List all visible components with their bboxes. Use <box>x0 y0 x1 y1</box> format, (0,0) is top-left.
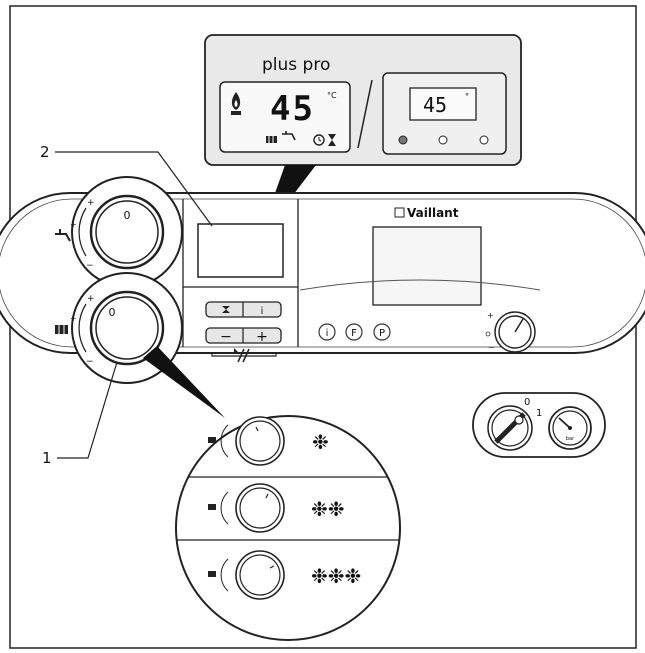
svg-text:+: + <box>70 314 77 323</box>
svg-text:P: P <box>379 328 385 339</box>
callout-2-leader <box>55 151 213 227</box>
callout-1-leader <box>57 361 118 459</box>
svg-text:−: − <box>488 343 495 352</box>
callout-2: 2 <box>40 143 50 161</box>
radiator-small-icon <box>208 437 216 443</box>
valve-pos-one: 1 <box>536 408 542 419</box>
alt-temperature-unit: ° <box>465 92 469 101</box>
tap-symbol-icon <box>55 229 71 242</box>
hot-water-zero-mark: 0 <box>124 209 131 222</box>
display-window <box>197 223 284 278</box>
setting-row-2: ❉❉ <box>208 483 345 533</box>
plus-button[interactable]: + <box>256 329 268 345</box>
service-button-f[interactable]: F <box>345 323 363 341</box>
divider-slash <box>357 79 373 149</box>
indicator-led-2 <box>438 135 448 145</box>
combo-press-icon <box>237 348 250 363</box>
setting-row-3: ❉❉❉ <box>208 550 361 600</box>
temperature-readout: 45 <box>270 89 315 129</box>
display-zoom-panel: plus pro 45 °C 45 ° <box>204 34 522 166</box>
hourglass-icon <box>328 134 336 146</box>
brand-logo: Vaillant <box>407 206 459 220</box>
alt-temperature-readout: 45 <box>423 93 447 117</box>
knob-setting-zoom: ❉ ❉❉ ❉❉❉ <box>175 415 401 641</box>
knob-marker <box>255 426 259 432</box>
service-button-p[interactable]: P <box>373 323 391 341</box>
snowflake-icon: ❉ <box>312 430 329 454</box>
pressure-gauge-icon: bar <box>548 406 592 450</box>
knob-marker <box>265 493 269 499</box>
hot-water-knob[interactable]: 0 + − <box>71 176 183 288</box>
panel-contour-line <box>299 279 541 291</box>
valve-pos-zero: 0 <box>524 397 530 408</box>
right-control-knob[interactable]: + − <box>485 311 536 353</box>
flame-icon <box>231 92 241 115</box>
radiator-small-icon <box>208 504 216 510</box>
lcd-screen <box>219 81 351 153</box>
indicator-led-3 <box>479 135 489 145</box>
shutoff-valve[interactable] <box>487 405 533 451</box>
radiator-icon <box>266 136 277 143</box>
clock-icon <box>313 134 325 146</box>
alt-lcd-screen <box>409 87 477 121</box>
panel-window <box>372 226 482 306</box>
svg-text:+: + <box>70 220 77 229</box>
valve-gauge-panel: 0 1 bar <box>472 392 606 458</box>
knob-marker <box>269 565 275 569</box>
knob-pointer <box>143 346 225 418</box>
indicator-led-1 <box>398 135 408 145</box>
gauge-unit: bar <box>566 436 575 442</box>
svg-text:+: + <box>87 198 95 208</box>
hourglass-button-icon[interactable] <box>222 306 230 313</box>
svg-text:+: + <box>87 294 95 304</box>
svg-text:F: F <box>351 328 357 339</box>
snowflake-icon: ❉❉❉ <box>311 564 361 588</box>
brand-mark-icon <box>394 207 405 218</box>
tap-icon <box>282 131 296 141</box>
info-button[interactable]: i <box>261 306 264 317</box>
service-button-info[interactable]: i <box>318 323 336 341</box>
svg-text:+: + <box>487 311 494 320</box>
svg-text:i: i <box>326 328 329 339</box>
svg-text:−: − <box>86 261 94 271</box>
svg-text:−: − <box>86 357 94 367</box>
button-cluster: i − + <box>205 301 282 363</box>
minus-button[interactable]: − <box>220 329 232 345</box>
snowflake-icon: ❉❉ <box>311 497 345 521</box>
callout-1: 1 <box>42 449 52 467</box>
temperature-unit: °C <box>327 91 337 100</box>
radiator-small-icon <box>208 571 216 577</box>
radiator-symbol-icon <box>55 325 68 334</box>
setting-row-1: ❉ <box>208 416 329 466</box>
model-label: plus pro <box>262 55 330 75</box>
heating-zero-mark: 0 <box>109 306 116 319</box>
